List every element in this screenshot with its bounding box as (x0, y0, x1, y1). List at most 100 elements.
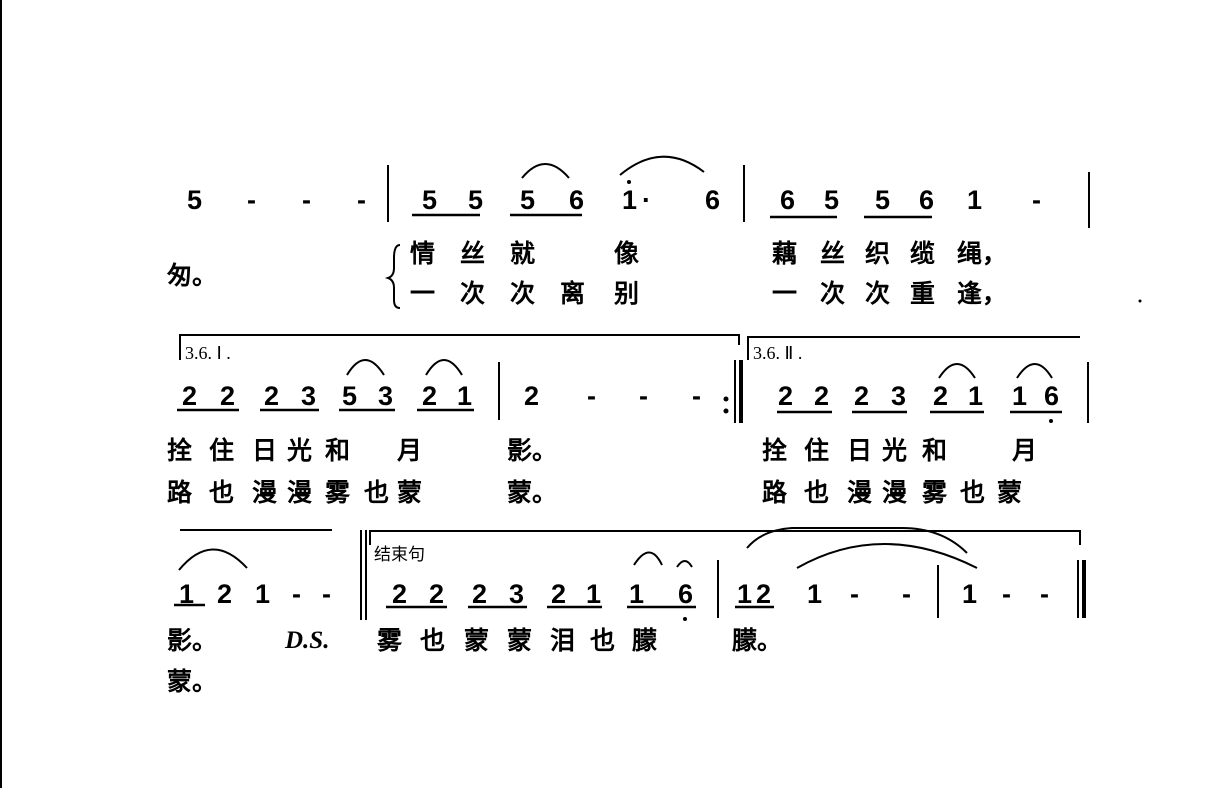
lyric: 次 (865, 279, 891, 308)
dash-note: - (302, 185, 311, 215)
note: 3 (509, 579, 525, 609)
lyric: 蒙 (507, 626, 533, 655)
note: 1 (962, 579, 978, 609)
lyric: 影。 (167, 626, 218, 655)
note: 2 (524, 381, 540, 411)
lyric: 绳， (957, 239, 1008, 268)
note: 5 (824, 185, 840, 215)
lyric: 蒙 (997, 478, 1023, 507)
note: 1 (457, 381, 473, 411)
lyric: 朦。 (732, 626, 783, 655)
lyric: 光 (882, 436, 908, 465)
lyric: 路 (167, 478, 193, 507)
lyric: 离 (560, 279, 586, 308)
lyric: 藕 (772, 239, 798, 268)
lyric: 光 (287, 436, 313, 465)
note: 2 (756, 579, 772, 609)
lyric: 雾 (922, 478, 948, 507)
lyric: 也 (420, 626, 446, 655)
note: 2 (933, 381, 949, 411)
dash-note: - (1002, 579, 1011, 609)
note: 1 (629, 579, 645, 609)
lyric: 丝 (460, 239, 486, 268)
note: 5 (342, 381, 358, 411)
lyric: 丝 (820, 239, 846, 268)
note: 2 (551, 579, 567, 609)
note: 3 (301, 381, 317, 411)
note: 1 (968, 381, 984, 411)
lyric: 蒙 (397, 478, 423, 507)
lyric: 漫 (847, 478, 873, 507)
dash-note: - (1032, 185, 1041, 215)
note: 2 (854, 381, 870, 411)
lyric: 雾 (325, 478, 351, 507)
augmentation-dot: · (642, 185, 651, 215)
note: 2 (429, 579, 445, 609)
note: 1 (179, 579, 195, 609)
lyric: 匆。 (167, 261, 218, 290)
lyric: 日 (847, 436, 873, 465)
note: 3 (378, 381, 394, 411)
note: 1 (622, 185, 638, 215)
lyric: 路 (762, 478, 788, 507)
note: 6 (780, 185, 796, 215)
note: 6 (569, 185, 585, 215)
dash-note: - (247, 185, 256, 215)
dash-note: - (692, 381, 701, 411)
note: 1 (807, 579, 823, 609)
dash-note: - (902, 579, 911, 609)
lyric: 次 (460, 279, 486, 308)
dash-note: - (850, 579, 859, 609)
note: 6 (678, 579, 694, 609)
note: 2 (472, 579, 488, 609)
dash-note: - (587, 381, 596, 411)
note: 5 (468, 185, 484, 215)
lyric: 也 (364, 478, 390, 507)
note: 2 (182, 381, 198, 411)
lyric: 漫 (882, 478, 908, 507)
lyric: 次 (510, 279, 536, 308)
note: 1 (737, 579, 753, 609)
note: 1 (967, 185, 983, 215)
lyric: 拴 (762, 436, 788, 465)
lyric: 也 (590, 626, 616, 655)
note: 2 (814, 381, 830, 411)
note: 2 (778, 381, 794, 411)
volta-1-label: 3.6. Ⅰ . (185, 343, 231, 363)
lyric: 情 (410, 239, 436, 268)
dash-note: - (639, 381, 648, 411)
lyric: 蒙。 (167, 667, 218, 696)
low-octave-dot (1049, 419, 1053, 423)
note: 1 (1012, 381, 1028, 411)
dash-note: - (322, 579, 331, 609)
lyric: 逢， (957, 279, 1008, 308)
high-octave-dot (627, 180, 631, 184)
lyric: 住 (804, 436, 830, 465)
lyric: 月 (397, 436, 423, 465)
lyric: 次 (820, 279, 846, 308)
lyric: 一 (772, 279, 798, 308)
lyric: 漫 (287, 478, 313, 507)
lyric: 朦 (632, 626, 658, 655)
note: 5 (875, 185, 891, 215)
dash-note: - (1040, 579, 1049, 609)
lyric: 住 (209, 436, 235, 465)
lyric: 也 (209, 478, 235, 507)
lyric: 月 (1012, 436, 1038, 465)
ending-label: 结束句 (374, 545, 425, 565)
lyric: 泪 (550, 626, 576, 655)
note: 2 (422, 381, 438, 411)
lyric: 就 (510, 239, 536, 268)
lyric: 蒙。 (507, 478, 558, 507)
lyric: 重 (910, 279, 936, 308)
lyric: 缆 (910, 239, 936, 268)
note: 6 (919, 185, 935, 215)
lyric: 织 (865, 239, 891, 268)
dal-segno-mark: D.S. (285, 627, 330, 654)
lyric: 也 (960, 478, 986, 507)
lyric: 影。 (507, 436, 558, 465)
note: 6 (705, 185, 721, 215)
lyric: 拴 (167, 436, 193, 465)
